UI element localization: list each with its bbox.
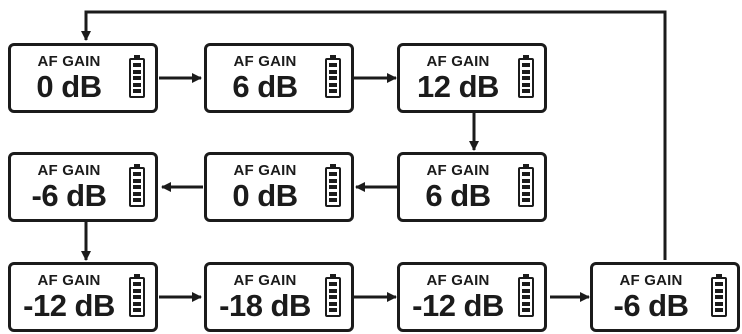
battery-segment bbox=[133, 295, 141, 299]
battery-segment bbox=[522, 69, 530, 74]
af-gain-value: -12 dB bbox=[412, 288, 504, 323]
af-gain-label: AF GAIN bbox=[233, 162, 297, 179]
battery-segment bbox=[522, 185, 530, 189]
af-gain-label: AF GAIN bbox=[426, 162, 490, 179]
af-gain-box-7: AF GAIN-12 dB bbox=[8, 262, 158, 332]
battery-icon bbox=[518, 55, 534, 98]
battery-segment bbox=[329, 301, 337, 306]
battery-segment bbox=[133, 82, 141, 87]
battery-segment bbox=[329, 198, 337, 202]
af-gain-label: AF GAIN bbox=[233, 53, 297, 70]
af-gain-label: AF GAIN bbox=[37, 53, 101, 70]
battery-icon bbox=[518, 164, 534, 207]
battery-segment bbox=[329, 69, 337, 74]
battery-segment bbox=[522, 301, 530, 306]
af-gain-box-10: AF GAIN-6 dB bbox=[590, 262, 740, 332]
af-gain-box-6: AF GAIN-6 dB bbox=[8, 152, 158, 222]
af-gain-value: 0 dB bbox=[36, 69, 102, 104]
battery-segment bbox=[522, 76, 530, 80]
battery-segment bbox=[133, 89, 141, 93]
battery-segment bbox=[133, 191, 141, 196]
battery-segment bbox=[522, 89, 530, 93]
af-gain-value: -6 dB bbox=[31, 178, 108, 213]
af-gain-value: -12 dB bbox=[23, 288, 115, 323]
battery-segment bbox=[715, 282, 723, 286]
battery-segment bbox=[715, 288, 723, 293]
battery-segment bbox=[522, 198, 530, 202]
battery-segment bbox=[329, 178, 337, 183]
af-gain-label: AF GAIN bbox=[37, 162, 101, 179]
battery-icon bbox=[129, 164, 145, 207]
battery-segment bbox=[522, 63, 530, 67]
arrow-10-1-loop bbox=[81, 10, 667, 260]
battery-segment bbox=[329, 308, 337, 312]
battery-segment bbox=[522, 82, 530, 87]
af-gain-label: AF GAIN bbox=[37, 272, 101, 289]
af-gain-value: 6 dB bbox=[425, 178, 491, 213]
battery-segment bbox=[329, 288, 337, 293]
battery-segment bbox=[133, 198, 141, 202]
af-gain-label: AF GAIN bbox=[426, 53, 490, 70]
battery-segment bbox=[522, 308, 530, 312]
af-gain-box-9: AF GAIN-12 dB bbox=[397, 262, 547, 332]
af-gain-value: 6 dB bbox=[232, 69, 298, 104]
battery-segment bbox=[522, 178, 530, 183]
battery-segment bbox=[329, 191, 337, 196]
battery-icon bbox=[325, 55, 341, 98]
battery-segment bbox=[329, 63, 337, 67]
battery-segment bbox=[522, 191, 530, 196]
battery-icon bbox=[711, 274, 727, 317]
battery-segment bbox=[522, 288, 530, 293]
af-gain-value: -6 dB bbox=[613, 288, 690, 323]
battery-segment bbox=[715, 301, 723, 306]
battery-segment bbox=[133, 185, 141, 189]
battery-segment bbox=[133, 301, 141, 306]
battery-segment bbox=[329, 172, 337, 176]
battery-segment bbox=[522, 282, 530, 286]
af-gain-value: 12 dB bbox=[417, 69, 499, 104]
battery-segment bbox=[133, 308, 141, 312]
battery-segment bbox=[715, 308, 723, 312]
battery-segment bbox=[329, 76, 337, 80]
battery-segment bbox=[133, 69, 141, 74]
battery-icon bbox=[325, 274, 341, 317]
battery-segment bbox=[133, 178, 141, 183]
af-gain-label: AF GAIN bbox=[619, 272, 683, 289]
battery-segment bbox=[133, 63, 141, 67]
battery-segment bbox=[133, 76, 141, 80]
battery-segment bbox=[522, 295, 530, 299]
battery-segment bbox=[133, 282, 141, 286]
battery-icon bbox=[325, 164, 341, 207]
battery-segment bbox=[133, 172, 141, 176]
battery-segment bbox=[329, 89, 337, 93]
battery-segment bbox=[329, 185, 337, 189]
battery-segment bbox=[522, 172, 530, 176]
battery-icon bbox=[129, 55, 145, 98]
af-gain-value: 0 dB bbox=[232, 178, 298, 213]
af-gain-label: AF GAIN bbox=[426, 272, 490, 289]
battery-segment bbox=[715, 295, 723, 299]
battery-icon bbox=[129, 274, 145, 317]
battery-segment bbox=[329, 295, 337, 299]
battery-segment bbox=[329, 82, 337, 87]
battery-segment bbox=[329, 282, 337, 286]
af-gain-label: AF GAIN bbox=[233, 272, 297, 289]
battery-segment bbox=[133, 288, 141, 293]
battery-icon bbox=[518, 274, 534, 317]
af-gain-value: -18 dB bbox=[219, 288, 311, 323]
af-gain-box-8: AF GAIN-18 dB bbox=[204, 262, 354, 332]
